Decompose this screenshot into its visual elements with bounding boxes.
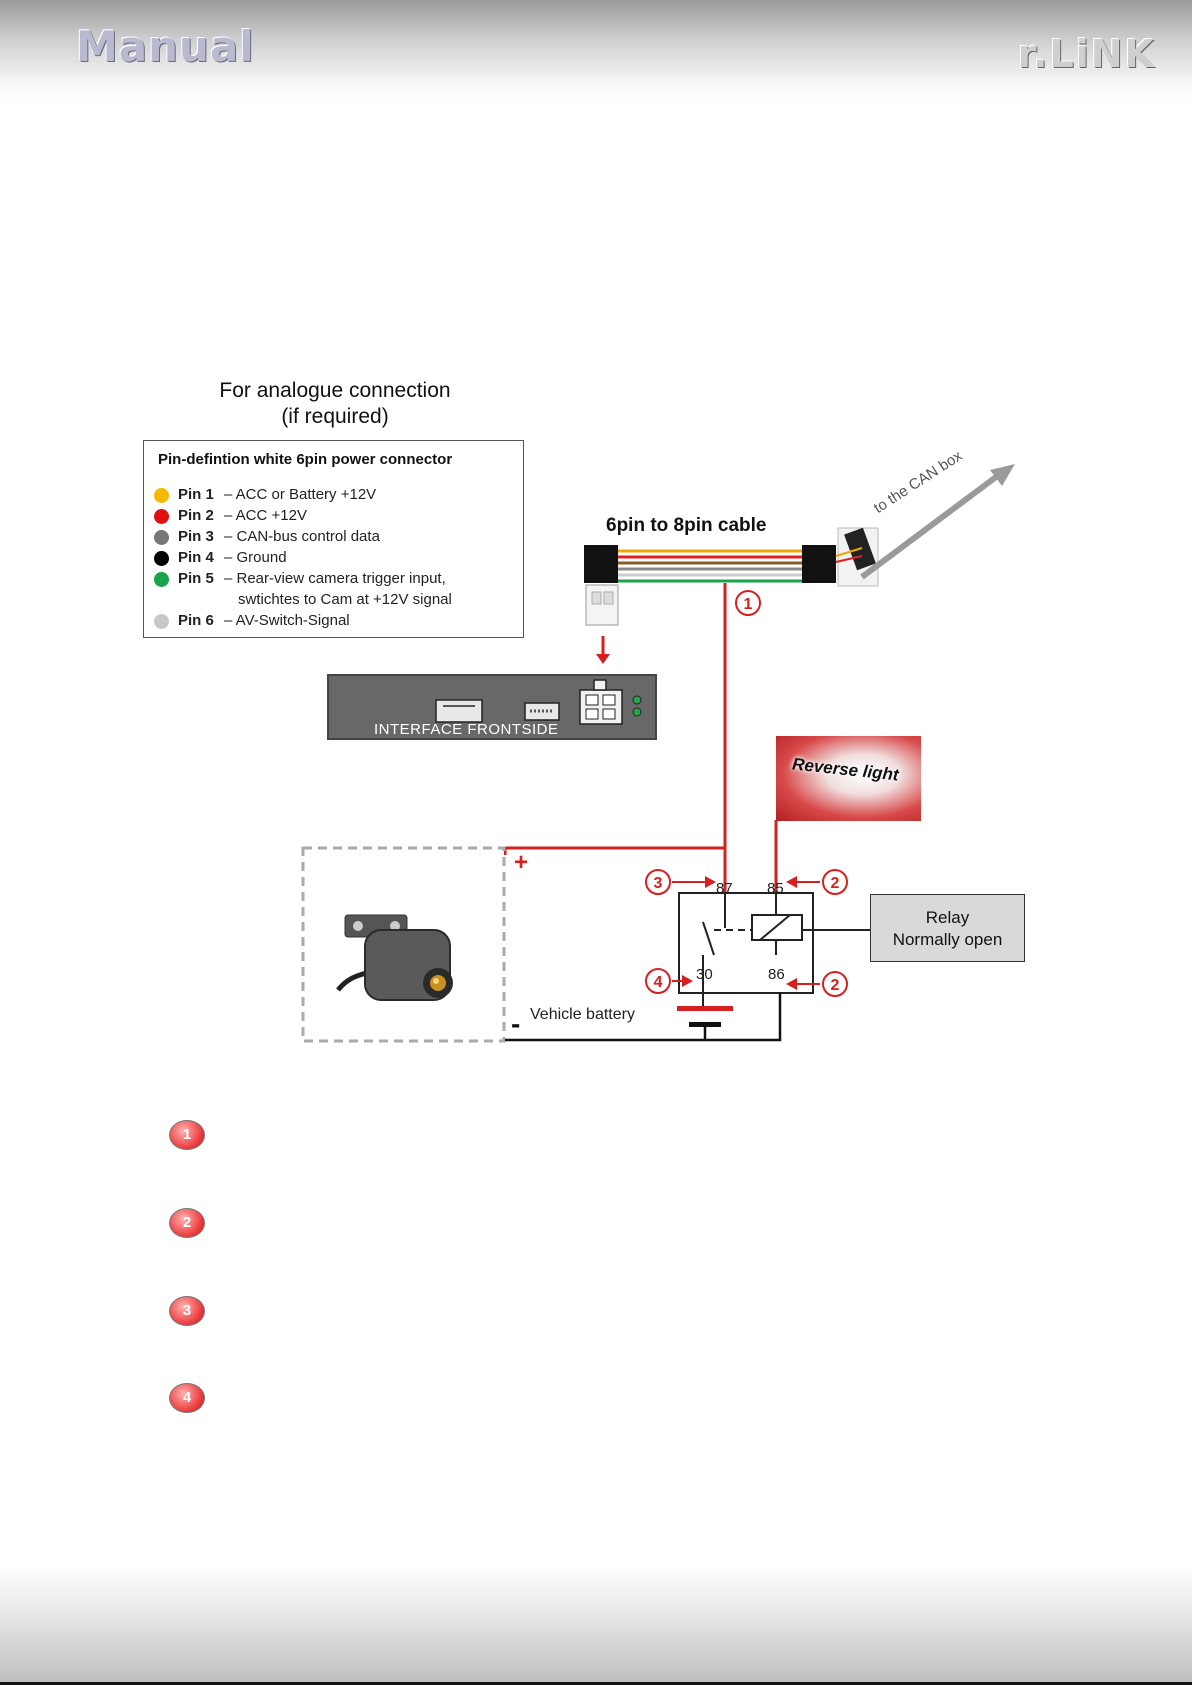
- diagram-markers: [645, 590, 848, 997]
- pin-6-desc: – AV-Switch-Signal: [224, 612, 350, 629]
- pin-3-desc: – CAN-bus control data: [224, 528, 380, 545]
- pin-1-name: Pin 1: [178, 486, 214, 503]
- plus-sign: +: [514, 849, 528, 876]
- marker-4-text: 4: [654, 974, 663, 991]
- step-badge-2: 2: [169, 1208, 205, 1238]
- pin-2-desc: – ACC +12V: [224, 507, 307, 524]
- pin-5-desc: – Rear-view camera trigger input,: [224, 570, 446, 587]
- marker-2-bottom: [822, 971, 848, 997]
- relay-pin-85: 85: [767, 880, 784, 897]
- marker-1-text: 1: [744, 596, 753, 613]
- marker-arrows: [672, 876, 820, 990]
- battery-wiring: [505, 985, 782, 1042]
- red-wires: [503, 583, 778, 893]
- pin-4-dot: [154, 551, 169, 566]
- pin-2-dot: [154, 509, 169, 524]
- pin-box-title: Pin-defintion white 6pin power connector: [158, 451, 453, 468]
- relay-schematic: [678, 892, 870, 994]
- pin-4-desc: – Ground: [224, 549, 287, 566]
- can-box-arrow: [860, 464, 1015, 580]
- page-footer: [0, 1565, 1192, 1685]
- pin-5-continuation: swtichtes to Cam at +12V signal: [238, 591, 452, 608]
- pin-4-name: Pin 4: [178, 549, 214, 566]
- vehicle-battery-label: Vehicle battery: [530, 1006, 635, 1023]
- pin-5-name: Pin 5: [178, 570, 214, 587]
- pin-3-name: Pin 3: [178, 528, 214, 545]
- marker-4: [645, 968, 671, 994]
- page-header: Manual r.LiNK: [0, 0, 1192, 100]
- pin-1-dot: [154, 488, 169, 503]
- relay-label-line1: Relay: [925, 908, 970, 927]
- reverse-light-label: Reverse light: [791, 754, 900, 785]
- rlink-logo: r.LiNK: [1017, 32, 1156, 76]
- cable-6pin-8pin: [584, 527, 879, 626]
- marker-1: [735, 590, 761, 616]
- marker-2-top-text: 2: [831, 875, 840, 892]
- analogue-title-line1: For analogue connection: [219, 379, 451, 402]
- interface-label: INTERFACE FRONTSIDE: [374, 721, 559, 738]
- footer-rule: [0, 1682, 1192, 1685]
- interface-box: [327, 674, 657, 740]
- pin-6-dot: [154, 614, 169, 629]
- manual-logo: Manual: [76, 22, 255, 71]
- marker-3-text: 3: [654, 875, 663, 892]
- marker-3: [645, 869, 671, 895]
- marker-2-top: [822, 869, 848, 895]
- reverse-light-photo: Reverse light: [776, 736, 921, 821]
- pin-6-name: Pin 6: [178, 612, 214, 629]
- relay-pin-30: 30: [696, 966, 713, 983]
- diagram-marker-labels: 1 3 2 4 2: [654, 596, 840, 994]
- relay-pin-87: 87: [716, 880, 733, 897]
- analogue-title-line2: (if required): [281, 405, 389, 428]
- relay-pin-86: 86: [768, 966, 785, 983]
- pin-1-desc: – ACC or Battery +12V: [224, 486, 377, 503]
- step-badge-1: 1: [169, 1120, 205, 1150]
- pin-3-dot: [154, 530, 169, 545]
- analogue-title: For analogue connection (if required): [180, 378, 490, 430]
- pin-5-dot: [154, 572, 169, 587]
- relay-label-box: Relay Normally open: [870, 894, 1025, 962]
- pin-2-name: Pin 2: [178, 507, 214, 524]
- rear-camera: [336, 914, 453, 1001]
- pin-definition-box: Pin-defintion white 6pin power connector…: [143, 440, 524, 638]
- marker-2-bottom-text: 2: [831, 977, 840, 994]
- down-arrow: [596, 636, 610, 664]
- step-badge-4: 4: [169, 1383, 205, 1413]
- relay-label-line2: Normally open: [892, 930, 1003, 949]
- cable-title: 6pin to 8pin cable: [606, 515, 767, 536]
- step-badge-3: 3: [169, 1296, 205, 1326]
- minus-sign: -: [511, 1008, 520, 1039]
